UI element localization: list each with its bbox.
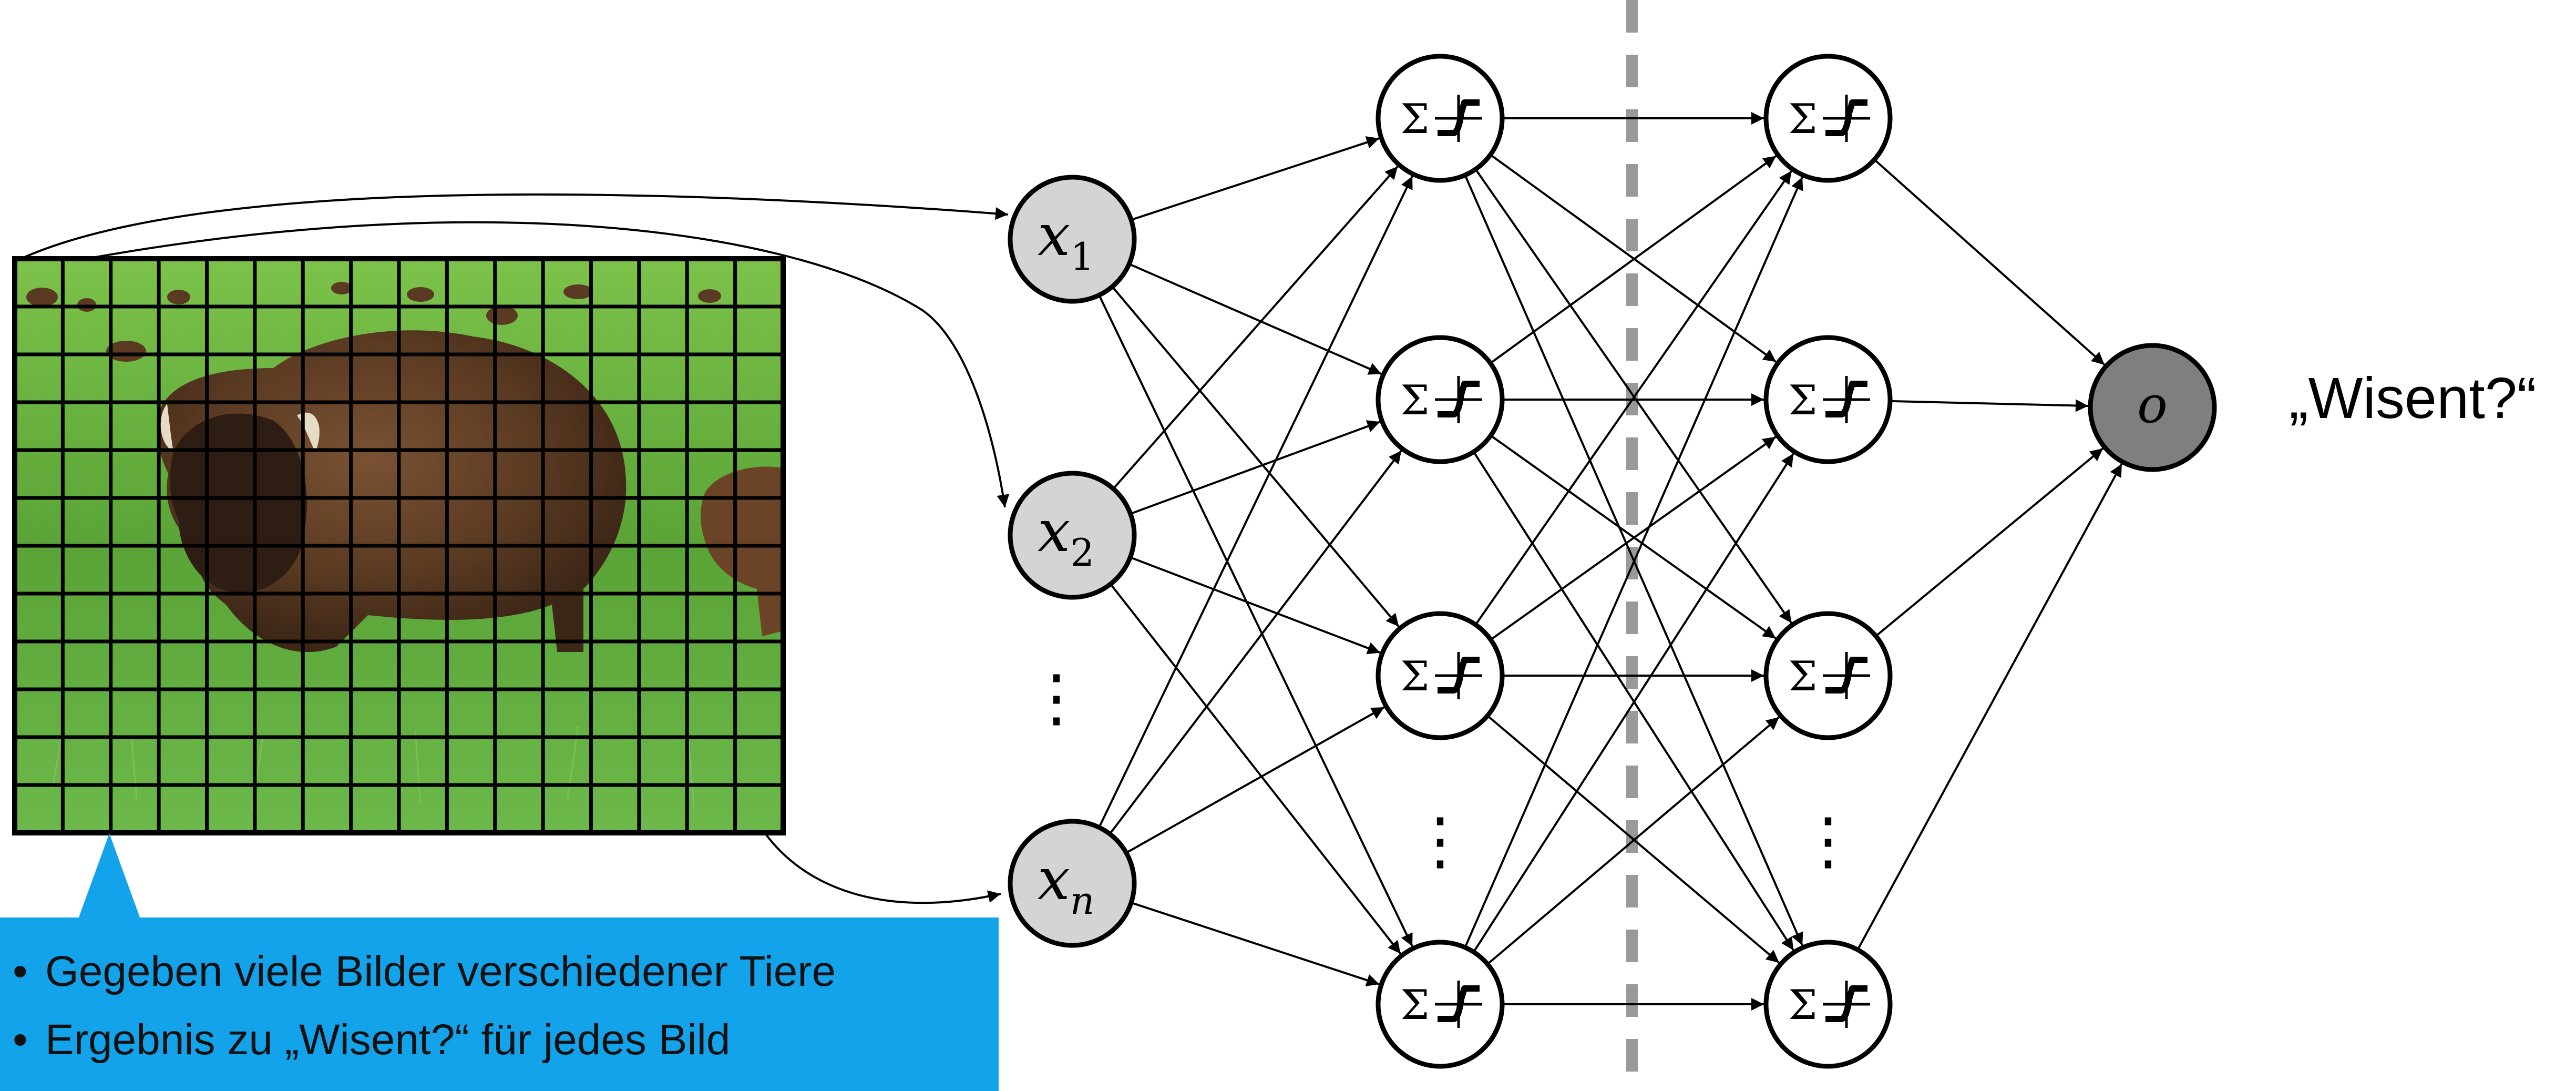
- output-node-label: o: [2137, 375, 2168, 434]
- connection: [1474, 170, 1792, 626]
- output-node: [2088, 343, 2217, 472]
- callout-tail: [78, 833, 141, 920]
- connection: [1490, 436, 1777, 641]
- connection: [1112, 166, 1399, 490]
- info-callout: Gegeben viele Bilder verschiedener Tiere…: [0, 917, 999, 1091]
- input-node: [1008, 471, 1137, 600]
- sum-symbol: Σ: [1400, 982, 1429, 1029]
- connection: [1490, 155, 1777, 364]
- connection: [1130, 556, 1381, 655]
- sum-symbol: Σ: [1400, 653, 1429, 700]
- sum-symbol: Σ: [1400, 96, 1429, 143]
- connection: [1130, 420, 1381, 515]
- output-label: „Wisent?“: [2289, 366, 2537, 431]
- sum-symbol: Σ: [1400, 377, 1429, 424]
- hidden1-ellipsis: ⋮: [1409, 804, 1472, 878]
- sum-symbol: Σ: [1788, 96, 1817, 143]
- connection: [1109, 450, 1402, 835]
- connection: [1464, 176, 1803, 948]
- callout-bullet: Ergebnis zu „Wisent?“ für jedes Bild: [13, 1006, 999, 1074]
- connection: [1098, 176, 1413, 828]
- connection: [1111, 286, 1400, 628]
- callout-bullet: Gegeben viele Bilder verschiedener Tiere: [13, 937, 999, 1006]
- connection: [1890, 399, 2089, 412]
- connection: [1131, 901, 1380, 986]
- bison-image: [12, 256, 786, 835]
- connections: [1098, 112, 2123, 1011]
- connection: [1486, 716, 1780, 965]
- sum-symbol: Σ: [1788, 653, 1817, 700]
- connection: [1875, 447, 2104, 637]
- image-to-input-arrows: [20, 193, 1010, 904]
- connection: [1856, 463, 2123, 951]
- connection: [1128, 263, 1382, 375]
- connection: [1131, 136, 1380, 221]
- input-node: [1008, 819, 1137, 948]
- pixel-grid: [15, 259, 783, 833]
- hidden2-ellipsis: ⋮: [1797, 804, 1860, 878]
- connection: [1098, 294, 1413, 947]
- sum-symbol: Σ: [1788, 377, 1817, 424]
- connection: [1110, 583, 1402, 955]
- connection: [1473, 453, 1794, 953]
- connection: [1125, 706, 1385, 854]
- input-ellipsis: ⋮: [1025, 661, 1088, 735]
- connection: [1873, 159, 2106, 366]
- input-node: [1008, 175, 1137, 304]
- sum-symbol: Σ: [1788, 982, 1817, 1029]
